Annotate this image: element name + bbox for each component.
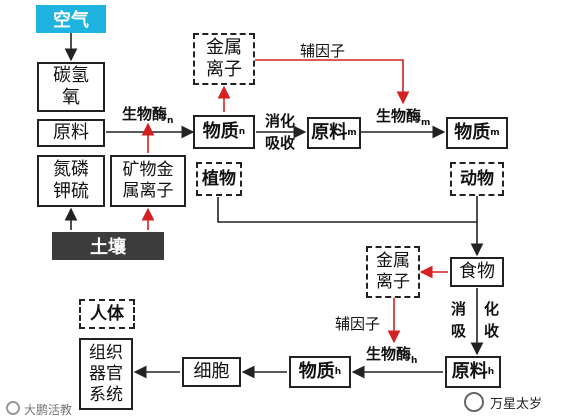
bioenzyme-h-label: 生物酶h: [366, 343, 417, 366]
digest-mid-c1: 消: [450, 300, 466, 318]
digest-mid-c4: 收: [484, 322, 500, 340]
raw-m-text: 原料: [311, 122, 348, 143]
watermark-left: 大鹏活教: [24, 403, 73, 417]
tos-line-2: 器官: [89, 363, 123, 384]
bioenzyme-m-text: 生物酶: [376, 107, 422, 125]
cofactor-mid-label: 辅因子: [335, 315, 381, 333]
cho-line-2: 氧: [62, 87, 80, 108]
substance-h-text: 物质: [298, 361, 335, 382]
food-node: 食物: [450, 257, 504, 287]
watermark-left-icon: [6, 401, 20, 415]
bioenzyme-n-label: 生物酶n: [122, 103, 173, 126]
air-node: 空气: [36, 5, 106, 33]
bioenzyme-h-sub: h: [411, 356, 418, 366]
npks-line-2: 钾硫: [53, 181, 89, 202]
mineral-line-1: 矿物金: [122, 160, 174, 180]
cho-line-1: 碳氢: [53, 65, 89, 86]
animal-node: 动物: [450, 162, 504, 196]
tos-line-3: 系统: [89, 384, 123, 405]
bioenzyme-m-sub: m: [421, 118, 431, 128]
cofactor-top-label: 辅因子: [300, 42, 346, 60]
metal-mid-line-1: 金属: [376, 251, 410, 271]
tos-line-1: 组织: [89, 342, 123, 363]
digest-mid-c2: 化: [484, 300, 500, 318]
nitrogen-phosphorus-node: 氮磷 钾硫: [37, 155, 105, 207]
substance-h-sub: h: [334, 367, 342, 377]
metal-mid-line-2: 离子: [376, 272, 410, 292]
carbon-hydrogen-oxygen-node: 碳氢 氧: [37, 62, 105, 112]
raw-material-left-node: 原料: [37, 119, 105, 147]
metal-ion-mid-node: 金属 离子: [366, 246, 420, 298]
metal-top-line-2: 离子: [206, 59, 242, 80]
raw-h-text: 原料: [451, 361, 488, 382]
digest-top-line-1: 消化: [264, 112, 295, 130]
raw-h-sub: h: [487, 367, 495, 377]
mineral-line-2: 属离子: [122, 181, 174, 201]
metal-top-line-1: 金属: [206, 37, 242, 58]
human-body-node: 人体: [79, 299, 135, 329]
digest-mid-c3: 吸: [450, 322, 466, 340]
soil-node: 土壤: [52, 232, 164, 260]
digest-absorb-top-label: 消化 吸收: [262, 110, 298, 154]
edge-metal-top-to-cofactor: [255, 59, 410, 105]
substance-n-sub: n: [238, 127, 246, 137]
watermark-right-icon: [464, 392, 484, 412]
digest-absorb-mid-label: 消化 吸收: [440, 298, 510, 342]
substance-m-sub: m: [490, 128, 500, 138]
bioenzyme-n-sub: n: [167, 116, 174, 126]
watermark-right: 万星太岁: [490, 397, 543, 412]
edge-plant-line: [217, 197, 477, 223]
plant-node: 植物: [196, 162, 242, 196]
bioenzyme-n-text: 生物酶: [122, 105, 168, 123]
raw-m-sub: m: [347, 128, 357, 138]
bioenzyme-m-label: 生物酶m: [376, 105, 430, 128]
cell-node: 细胞: [182, 357, 241, 387]
npks-line-1: 氮磷: [53, 159, 89, 180]
digest-top-line-2: 吸收: [264, 134, 295, 152]
digest-mid-row-2: 吸收: [440, 320, 510, 342]
substance-m-text: 物质: [454, 122, 491, 143]
metal-ion-top-node: 金属 离子: [193, 33, 255, 85]
digest-mid-row-1: 消化: [440, 298, 510, 320]
bioenzyme-h-text: 生物酶: [366, 345, 412, 363]
tissue-organ-system-node: 组织 器官 系统: [79, 338, 133, 410]
mineral-ions-node: 矿物金 属离子: [110, 155, 186, 207]
substance-n-text: 物质: [202, 121, 239, 142]
